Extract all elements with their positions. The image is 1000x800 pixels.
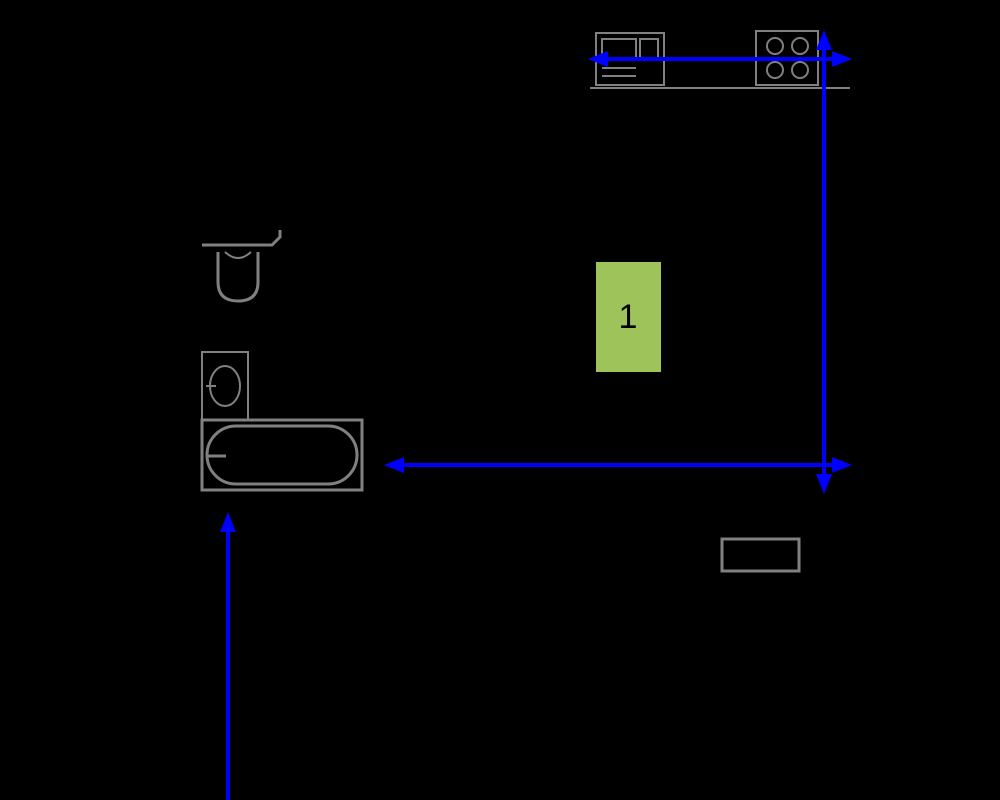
arrowhead-down bbox=[816, 474, 832, 494]
room-marker-box bbox=[596, 262, 661, 372]
arrowhead-right bbox=[832, 457, 852, 473]
dimension-line-middle bbox=[384, 457, 852, 473]
room-marker-label: 1 bbox=[619, 298, 638, 336]
arrowhead-up bbox=[220, 512, 236, 532]
dimension-line-top bbox=[588, 51, 852, 67]
arrowhead-up bbox=[816, 30, 832, 50]
dimension-line-left bbox=[220, 512, 236, 800]
arrowhead-left bbox=[588, 51, 608, 67]
arrowhead-left bbox=[384, 457, 404, 473]
toilet-icon bbox=[202, 230, 282, 303]
arrowhead-right bbox=[832, 51, 852, 67]
room-marker: 1 bbox=[596, 262, 661, 372]
radiator-icon bbox=[720, 537, 801, 573]
dimension-line-right bbox=[816, 30, 832, 494]
cooktop-icon bbox=[755, 30, 819, 86]
bathtub-icon bbox=[200, 418, 364, 492]
